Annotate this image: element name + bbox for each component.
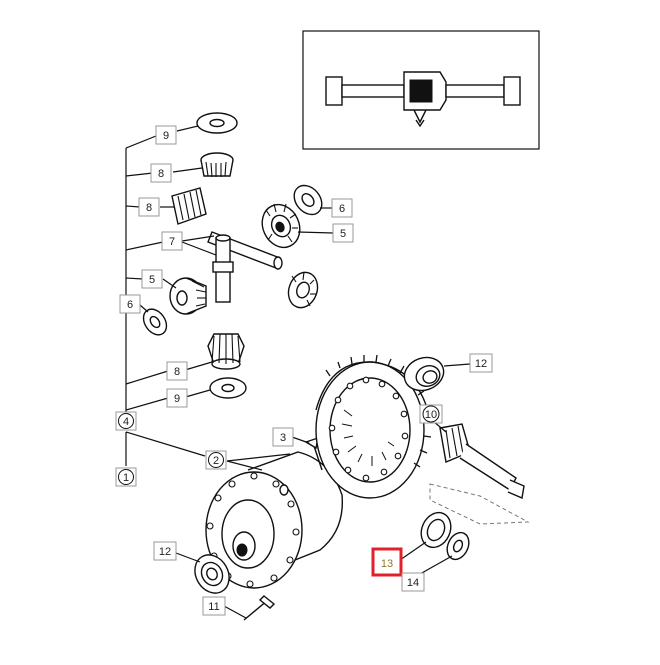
bearing-upper-right — [403, 356, 471, 392]
callout-12-lower[interactable]: 12 — [153, 541, 177, 561]
bearing-lower-right — [399, 511, 452, 561]
differential-pinion-left — [162, 277, 207, 315]
svg-text:12: 12 — [475, 358, 487, 370]
callout-8-middle[interactable]: 8 — [138, 197, 160, 217]
callout-12-upper[interactable]: 12 — [469, 353, 493, 373]
svg-text:8: 8 — [146, 202, 152, 214]
pinion-shaft — [181, 231, 283, 303]
bearing-bolt — [223, 595, 276, 621]
side-gear-middle — [160, 187, 207, 225]
svg-text:11: 11 — [208, 601, 219, 613]
callout-6-right[interactable]: 6 — [331, 198, 353, 218]
callout-7[interactable]: 7 — [161, 231, 183, 251]
callout-5-right[interactable]: 5 — [332, 223, 354, 243]
thrust-washer-left — [139, 304, 168, 336]
differential-case — [205, 451, 344, 589]
callout-3[interactable]: 3 — [272, 427, 294, 447]
callout-2[interactable]: 2 — [205, 450, 227, 470]
callout-6-left[interactable]: 6 — [119, 294, 141, 314]
callout-10[interactable]: 10 — [419, 404, 443, 424]
drive-pinion — [432, 420, 525, 499]
svg-text:12: 12 — [159, 546, 171, 558]
callout-1[interactable]: 1 — [115, 467, 137, 487]
thrust-washer-bottom — [181, 377, 247, 399]
callout-4[interactable]: 4 — [115, 411, 137, 431]
callout-11[interactable]: 11 — [202, 596, 226, 616]
svg-text:5: 5 — [149, 274, 155, 286]
svg-text:8: 8 — [174, 366, 180, 378]
svg-text:3: 3 — [280, 432, 286, 444]
dashed-guide — [429, 483, 530, 525]
svg-text:9: 9 — [174, 393, 180, 405]
shim-washer — [419, 531, 470, 575]
svg-text:7: 7 — [169, 236, 175, 248]
svg-text:9: 9 — [163, 130, 169, 142]
thrust-washer-top — [176, 112, 238, 134]
callout-8-bottom[interactable]: 8 — [166, 361, 188, 381]
side-gear-top — [172, 152, 234, 178]
callout-13-highlighted[interactable]: 13 — [371, 547, 403, 577]
svg-text:6: 6 — [339, 203, 345, 215]
callout-9-top[interactable]: 9 — [155, 125, 177, 145]
svg-text:14: 14 — [407, 577, 419, 589]
axle-overview-inset — [302, 30, 540, 150]
side-gear-bottom — [184, 333, 245, 371]
callouts: 9 8 8 7 5 6 8 9 — [115, 125, 493, 616]
callout-9-bottom[interactable]: 9 — [166, 388, 188, 408]
leader-bracket — [125, 135, 206, 466]
callout-14[interactable]: 14 — [401, 572, 425, 592]
svg-text:8: 8 — [158, 168, 164, 180]
thrust-washer-right — [293, 184, 332, 216]
svg-text:5: 5 — [340, 228, 346, 240]
ring-gear — [315, 354, 433, 499]
callout-5-left[interactable]: 5 — [141, 269, 163, 289]
differential-pinion-right — [261, 203, 334, 249]
svg-text:6: 6 — [127, 299, 133, 311]
bearing-lower-left — [175, 552, 230, 594]
differential-pinion-lower-right — [287, 271, 319, 309]
svg-text:4: 4 — [123, 416, 129, 428]
svg-text:1: 1 — [123, 472, 129, 484]
svg-text:2: 2 — [213, 455, 219, 467]
callout-8-top[interactable]: 8 — [150, 163, 172, 183]
svg-text:10: 10 — [425, 409, 437, 421]
svg-text:13: 13 — [381, 558, 393, 570]
